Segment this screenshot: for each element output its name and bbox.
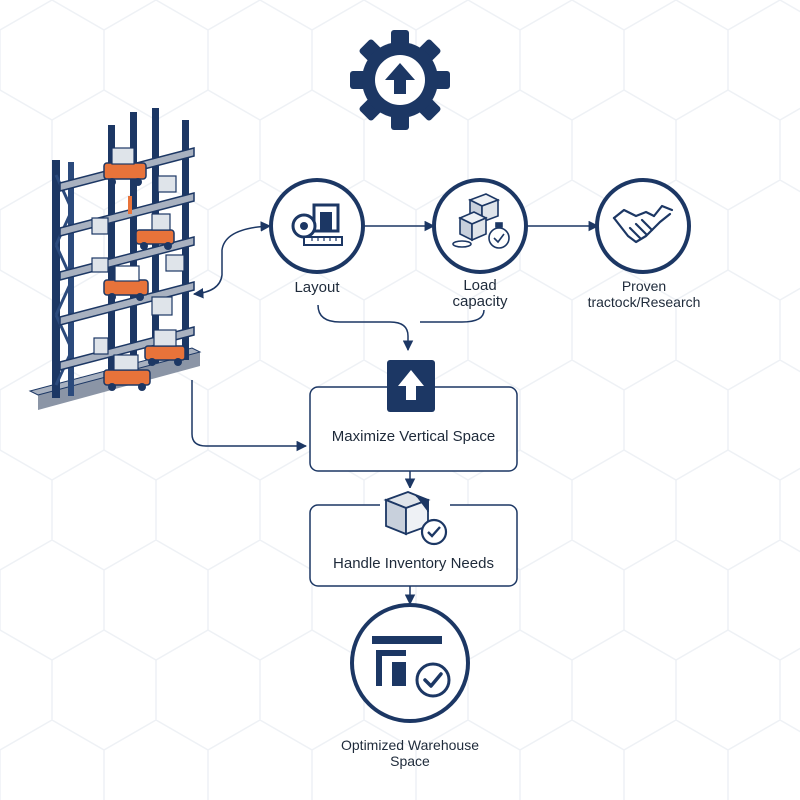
warehouse-check-icon bbox=[372, 636, 451, 698]
maximize-box bbox=[309, 360, 518, 472]
load-capacity-label: Load capacity bbox=[430, 278, 530, 310]
inventory-box bbox=[309, 488, 518, 587]
up-arrow-square-icon bbox=[387, 360, 435, 412]
load-capacity-node bbox=[432, 178, 528, 274]
layout-node bbox=[269, 178, 365, 274]
box-check-icon bbox=[380, 488, 450, 546]
load-capacity-line2: capacity bbox=[452, 293, 508, 310]
optimized-node bbox=[350, 603, 470, 723]
proven-line2: tractock/Research bbox=[587, 294, 701, 310]
load-capacity-line1: Load bbox=[463, 277, 497, 294]
proven-research-label: Proven tractock/Research bbox=[580, 278, 708, 310]
handshake-icon bbox=[612, 204, 674, 244]
gear-up-arrow-icon bbox=[350, 30, 450, 130]
proven-research-node bbox=[595, 178, 691, 274]
inventory-label: Handle Inventory Needs bbox=[333, 555, 494, 572]
maximize-label: Maximize Vertical Space bbox=[331, 428, 496, 445]
boxes-stopwatch-icon bbox=[452, 193, 510, 249]
floor-plan-tape-icon bbox=[291, 203, 343, 246]
optimized-line1: Optimized Warehouse bbox=[341, 737, 479, 753]
layout-label: Layout bbox=[294, 279, 340, 296]
optimized-line2: Space bbox=[390, 753, 430, 769]
optimized-label: Optimized Warehouse Space bbox=[330, 737, 490, 769]
connectors bbox=[191, 220, 600, 606]
storage-rack-illustration bbox=[28, 108, 202, 410]
proven-line1: Proven bbox=[621, 278, 667, 294]
